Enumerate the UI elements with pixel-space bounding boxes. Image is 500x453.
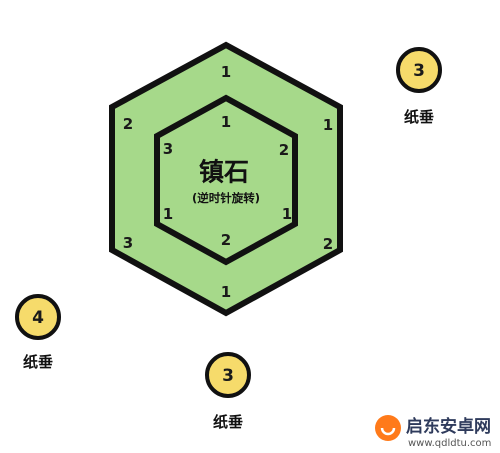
inner-top-number: 1 [221, 113, 231, 131]
paper-weight-left[interactable]: 4 纸垂 [15, 294, 61, 371]
inner-upper-left-number: 3 [163, 140, 173, 158]
paper-weight-label: 纸垂 [23, 353, 53, 371]
paper-weight-bottom[interactable]: 3 纸垂 [205, 352, 251, 431]
watermark-url: www.qdldtu.com [408, 438, 491, 449]
paper-weight-top-right[interactable]: 3 纸垂 [396, 47, 442, 126]
center-subtitle: (逆时针旋转) [192, 191, 260, 205]
watermark-logo-mark [380, 427, 396, 436]
center-title: 镇石 [199, 158, 249, 187]
outer-bottom-number: 1 [221, 283, 231, 301]
inner-upper-right-number: 2 [279, 141, 289, 159]
outer-upper-right-number: 1 [323, 116, 333, 134]
paper-weight-label: 纸垂 [404, 108, 434, 126]
watermark: 启东安卓网 www.qdldtu.com [375, 415, 491, 449]
inner-lower-left-number: 1 [163, 205, 173, 223]
paper-weight-label: 纸垂 [213, 413, 243, 431]
inner-lower-right-number: 1 [282, 205, 292, 223]
watermark-name: 启东安卓网 [406, 416, 491, 437]
paper-weight-value: 3 [222, 366, 234, 386]
paper-weight-value: 3 [413, 61, 425, 81]
paper-weight-value: 4 [32, 308, 44, 328]
inner-bottom-number: 2 [221, 231, 231, 249]
watermark-logo-icon [375, 415, 401, 441]
outer-upper-left-number: 2 [123, 115, 133, 133]
outer-top-number: 1 [221, 63, 231, 81]
outer-lower-left-number: 3 [123, 234, 133, 252]
outer-lower-right-number: 2 [323, 235, 333, 253]
inner-hexagon[interactable] [154, 94, 298, 266]
